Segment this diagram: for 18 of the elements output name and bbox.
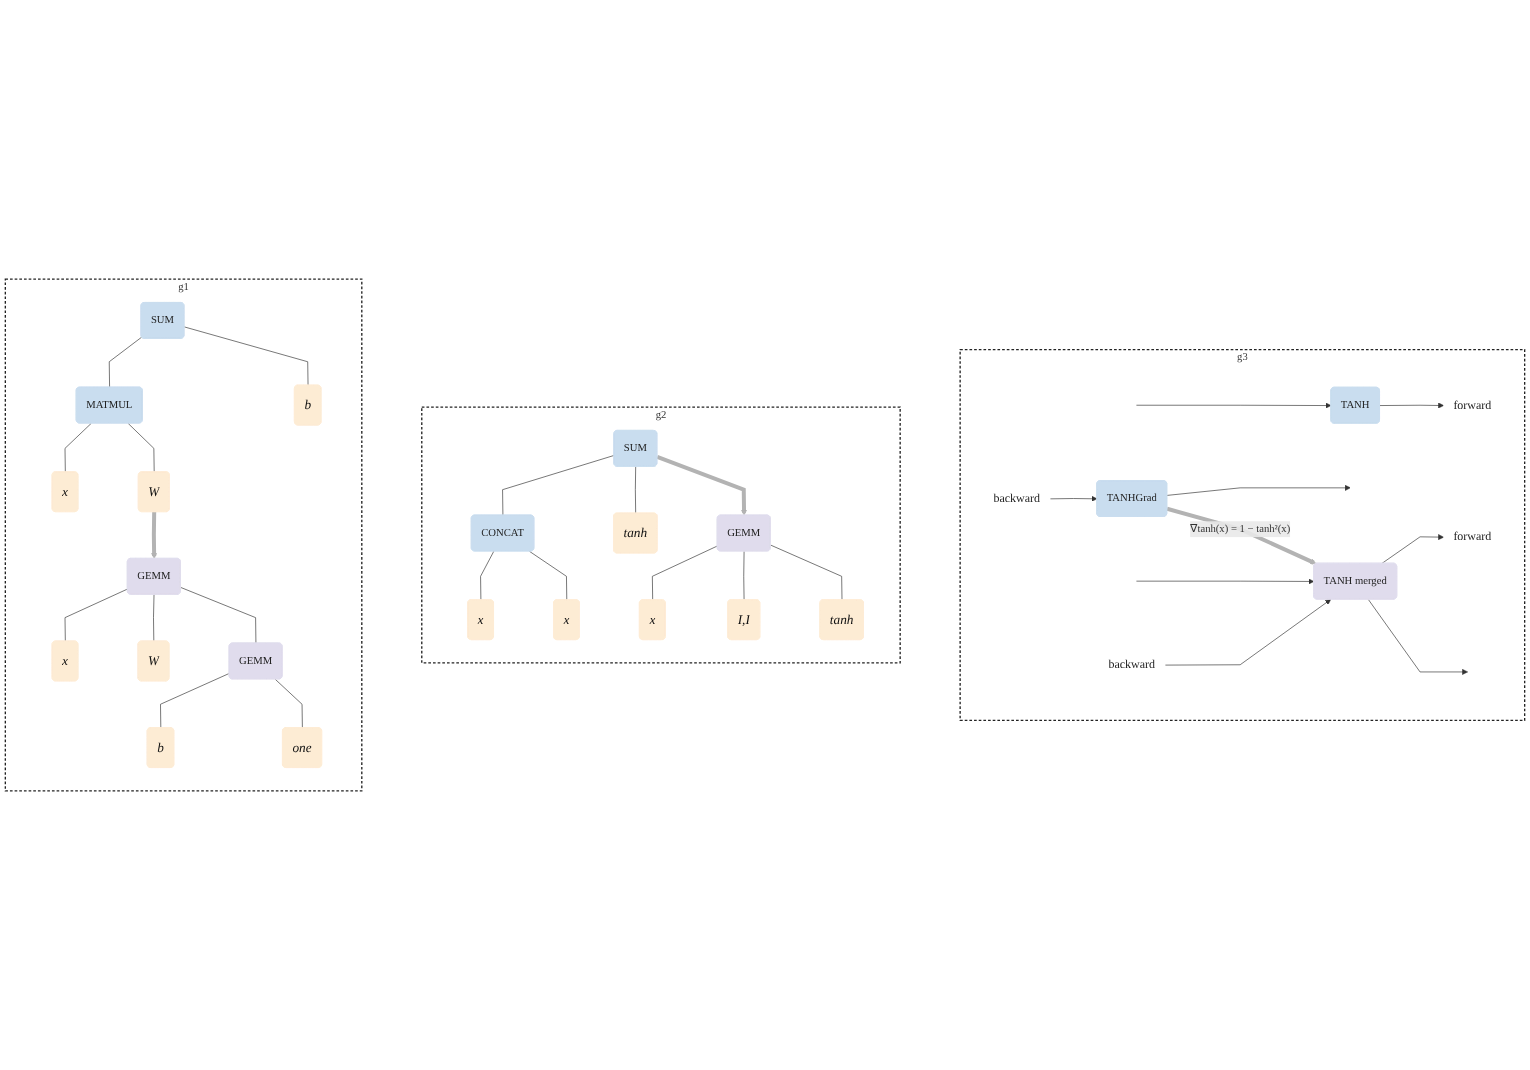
connector-line bbox=[635, 466, 636, 514]
arrow bbox=[656, 455, 747, 516]
arrow bbox=[151, 512, 158, 559]
connector-line bbox=[160, 673, 230, 729]
connector-line bbox=[529, 551, 568, 601]
connector-line bbox=[184, 326, 309, 386]
connector-line bbox=[770, 544, 843, 601]
connector-line bbox=[108, 336, 143, 388]
connector-line bbox=[652, 545, 718, 601]
connector-line bbox=[480, 551, 495, 601]
connector-line bbox=[502, 455, 615, 516]
connector-line bbox=[180, 587, 257, 644]
connector-line bbox=[743, 551, 745, 601]
connector-line bbox=[64, 423, 92, 473]
connector-line bbox=[153, 594, 155, 642]
connector-line bbox=[274, 678, 303, 729]
connector-line bbox=[64, 588, 128, 642]
connector-line bbox=[127, 423, 155, 473]
